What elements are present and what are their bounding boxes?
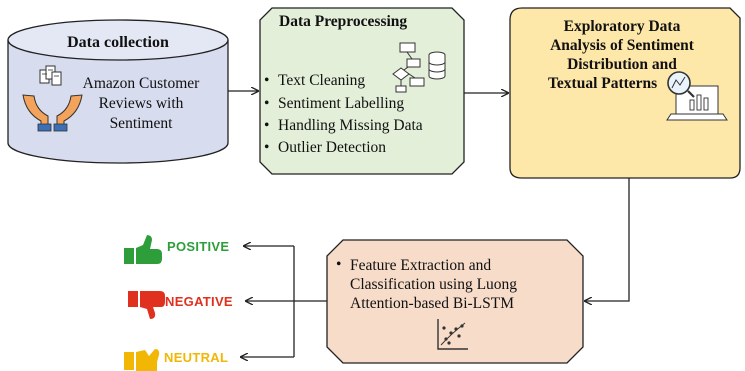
data-collection-title: Data collection	[67, 34, 169, 51]
bullet-icon: •	[264, 95, 270, 112]
bullet-icon: •	[264, 72, 270, 89]
data-collection-line3: Sentiment	[109, 115, 173, 132]
bullet-icon: •	[264, 139, 270, 156]
bullet-icon: •	[264, 117, 270, 134]
output-positive-label: POSITIVE	[167, 239, 230, 254]
data-collection-line2: Reviews with	[98, 95, 184, 112]
scatter-chart-icon	[437, 319, 468, 350]
classification-box	[326, 239, 584, 364]
preprocessing-item-outlier-detection: Outlier Detection	[278, 139, 387, 156]
hands-reviews-icon	[22, 65, 83, 132]
preprocessing-title: Data Preprocessing	[279, 13, 408, 30]
classification-line1: Feature Extraction and	[350, 257, 492, 274]
data-collection-line1: Amazon Customer	[82, 75, 200, 92]
output-negative-label: NEGATIVE	[165, 294, 233, 309]
eda-line1: Exploratory Data	[563, 18, 681, 35]
classification-line2: Classification using Luong	[350, 276, 518, 293]
arrow-eda-to-classification	[585, 178, 630, 301]
eda-line4: Textual Patterns	[548, 75, 658, 92]
thumbs-up-icon	[124, 235, 162, 264]
preprocessing-item-sentiment-labelling: Sentiment Labelling	[278, 95, 405, 112]
flowchart-database-icon	[392, 42, 446, 93]
eda-box	[509, 7, 741, 179]
thumbs-down-icon	[128, 291, 165, 319]
bullet-icon: •	[336, 256, 342, 273]
data-collection-cylinder	[7, 19, 229, 164]
eda-line2: Analysis of Sentiment	[550, 37, 694, 54]
laptop-magnifier-icon	[666, 71, 728, 121]
preprocessing-item-missing-data: Handling Missing Data	[278, 117, 423, 134]
eda-line3: Distribution and	[567, 56, 677, 73]
classification-line3: Attention-based Bi-LSTM	[350, 295, 515, 312]
thumbs-sideways-icon	[124, 349, 160, 371]
output-neutral-label: NEUTRAL	[164, 350, 229, 365]
preprocessing-item-text-cleaning: Text Cleaning	[278, 72, 366, 89]
